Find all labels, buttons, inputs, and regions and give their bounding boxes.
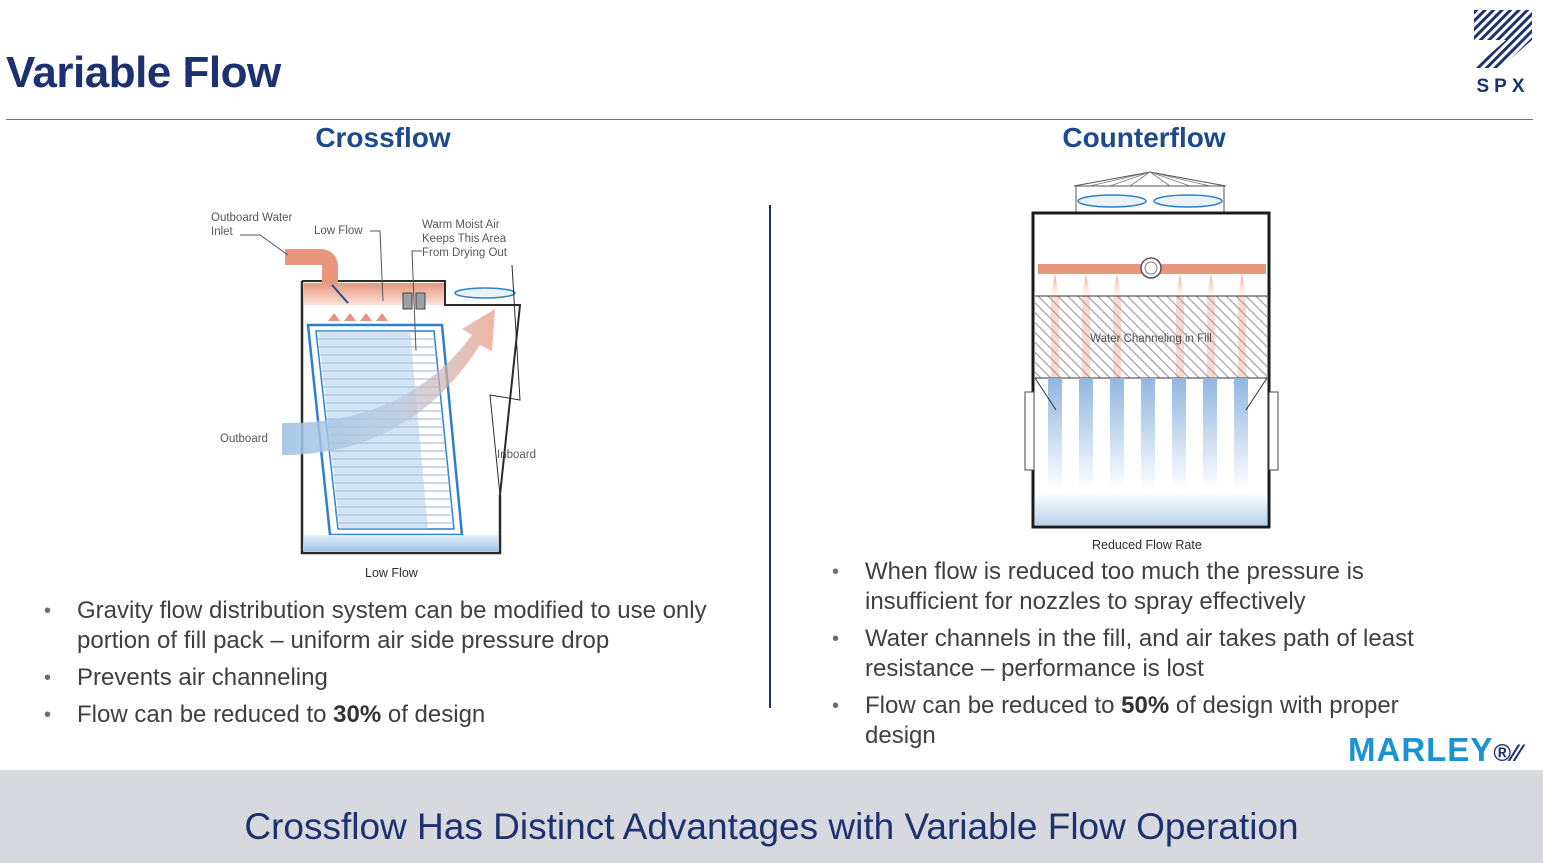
crossflow-bullets: Gravity flow distribution system can be … [44, 596, 724, 737]
label-warm-moist-air-1: Warm Moist Air [422, 219, 500, 231]
crossflow-bullet-3: Flow can be reduced to 30% of design [44, 700, 724, 730]
marley-logo-mark: ®⁄⁄ [1493, 740, 1523, 767]
label-outboard: Outboard [220, 433, 268, 445]
footer-band [0, 770, 1543, 863]
crossflow-bullet-1: Gravity flow distribution system can be … [44, 596, 724, 656]
crossflow-caption: Low Flow [365, 566, 418, 580]
counterflow-bullets: When flow is reduced too much the pressu… [832, 557, 1472, 758]
counterflow-diagram: Water Channeling in Fill [1020, 170, 1285, 532]
label-inboard: Inboard [497, 449, 536, 461]
spx-logo-text: SPX [1476, 76, 1530, 97]
label-outboard-water-inlet-2: Inlet [211, 226, 234, 238]
footer-takeaway: Crossflow Has Distinct Advantages with V… [244, 806, 1299, 847]
label-low-flow-top: Low Flow [314, 225, 363, 237]
label-water-channeling: Water Channeling in Fill [1090, 333, 1212, 345]
header-rule [6, 119, 1533, 120]
marley-logo: MARLEY®⁄⁄ [1348, 731, 1522, 769]
label-warm-moist-air-2: Keeps This Area [422, 233, 507, 245]
marley-logo-text: MARLEY [1348, 731, 1494, 768]
counterflow-bullet-3: Flow can be reduced to 50% of design wit… [832, 691, 1472, 751]
counterflow-bullet-2: Water channels in the fill, and air take… [832, 624, 1472, 684]
crossflow-diagram: Outboard Water Inlet Low Flow Warm Moist… [200, 205, 550, 560]
label-outboard-water-inlet-1: Outboard Water [211, 212, 293, 224]
column-divider [769, 205, 771, 708]
spx-logo-mark [1474, 10, 1532, 68]
slide-title: Variable Flow [6, 48, 281, 97]
counterflow-heading: Counterflow [1062, 122, 1226, 153]
crossflow-bullet-2: Prevents air channeling [44, 663, 724, 693]
counterflow-bullet-1: When flow is reduced too much the pressu… [832, 557, 1472, 617]
label-warm-moist-air-3: From Drying Out [422, 247, 508, 259]
spx-logo: SPX [1470, 6, 1536, 98]
crossflow-heading: Crossflow [315, 122, 451, 153]
counterflow-caption: Reduced Flow Rate [1092, 538, 1202, 552]
